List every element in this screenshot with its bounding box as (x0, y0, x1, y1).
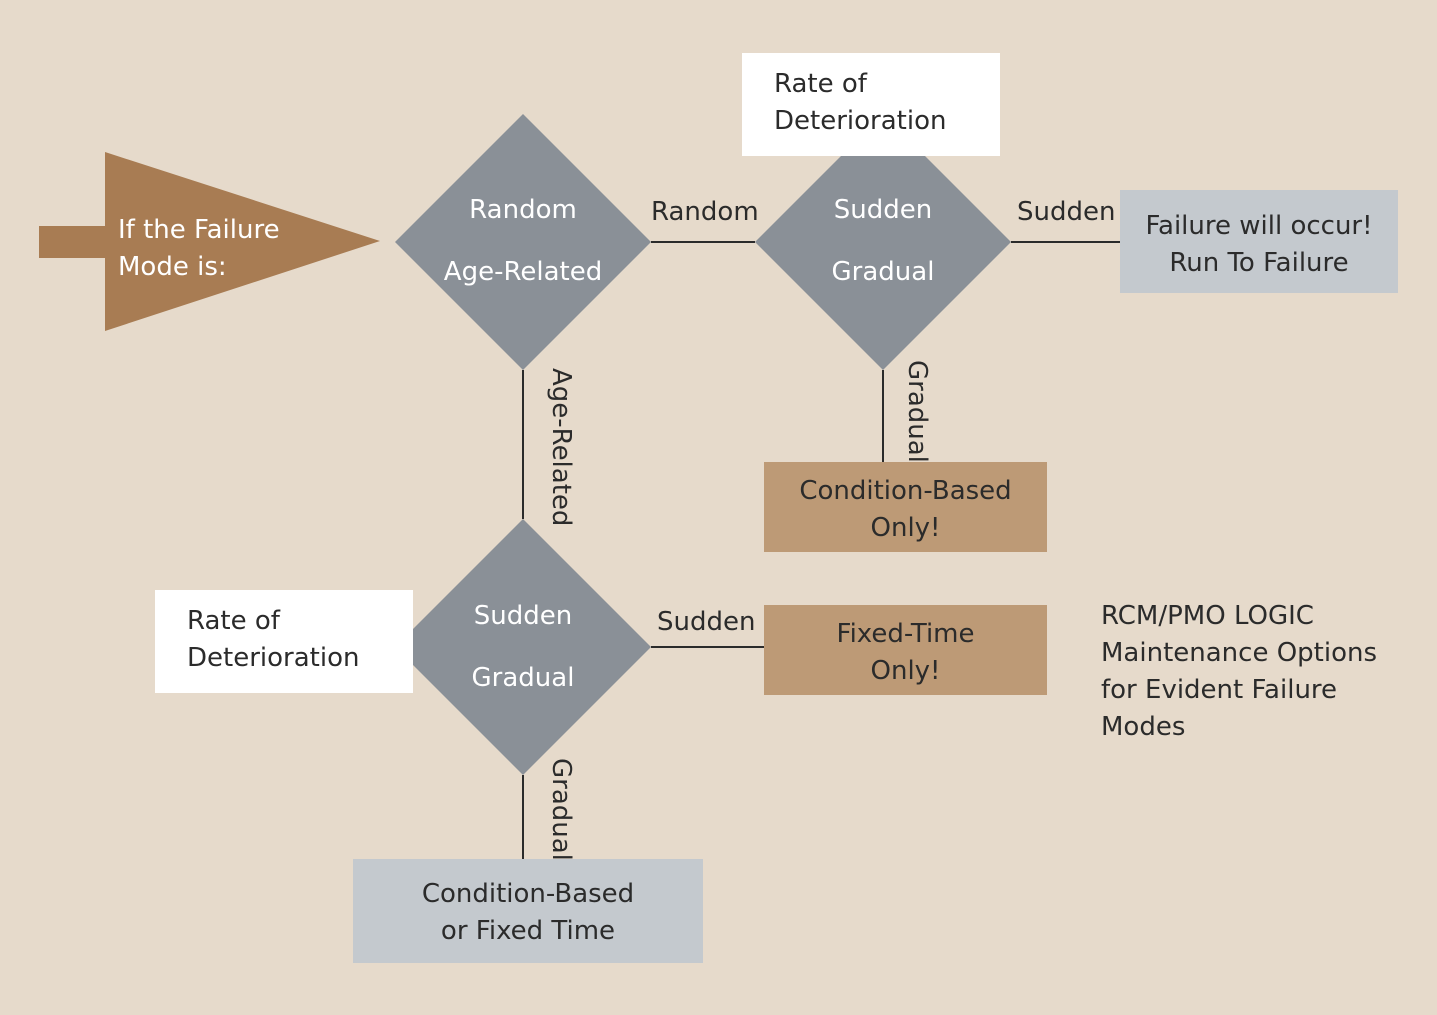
rate-label-bottom-box (155, 590, 413, 693)
outcome-fixed-time-only-line2: Only! (870, 656, 941, 686)
start-label-line1: If the Failure (118, 215, 280, 245)
caption-line4: Modes (1101, 712, 1186, 742)
rate-label-bottom-line1: Rate of (187, 606, 280, 636)
outcome-condition-only-line2: Only! (870, 513, 941, 543)
outcome-run-to-failure-line1: Failure will occur! (1145, 211, 1373, 241)
start-label-line2: Mode is: (118, 252, 227, 282)
edge-label-sudden-bottom: Sudden (657, 607, 756, 637)
outcome-run-to-failure-box (1120, 190, 1398, 293)
rate-label-top-line1: Rate of (774, 69, 867, 99)
edge-label-gradual-top: Gradual (902, 360, 932, 463)
decision3-option-gradual: Gradual (471, 663, 575, 693)
outcome-condition-or-fixed-line1: Condition-Based (421, 879, 635, 909)
outcome-condition-only-line1: Condition-Based (799, 476, 1012, 506)
edge-label-sudden-top: Sudden (1017, 197, 1116, 227)
caption-line3: for Evident Failure (1101, 675, 1338, 705)
edge-label-age-related: Age-Related (546, 368, 576, 527)
outcome-condition-only-box (764, 462, 1047, 552)
outcome-condition-or-fixed-line2: or Fixed Time (440, 916, 616, 946)
outcome-fixed-time-only-box (764, 605, 1047, 695)
outcome-condition-or-fixed-box (353, 859, 703, 963)
edge-label-random: Random (651, 197, 759, 227)
outcome-run-to-failure-line2: Run To Failure (1169, 248, 1349, 278)
outcome-fixed-time-only-line1: Fixed-Time (836, 619, 975, 649)
decision-rate-top (755, 114, 1011, 370)
caption-line2: Maintenance Options (1101, 638, 1378, 668)
decision-rate-bottom (395, 519, 651, 775)
rate-label-top-box (742, 53, 1000, 156)
rate-label-top-line2: Deterioration (774, 106, 947, 136)
decision1-option-random: Random (469, 195, 577, 225)
decision-failure-pattern (395, 114, 651, 370)
decision2-option-gradual: Gradual (831, 257, 935, 287)
edge-label-gradual-bottom: Gradual (546, 758, 576, 861)
caption-line1: RCM/PMO LOGIC (1101, 601, 1314, 631)
start-arrow (39, 152, 380, 331)
decision3-option-sudden: Sudden (473, 601, 573, 631)
decision2-option-sudden: Sudden (833, 195, 933, 225)
rate-label-bottom-line2: Deterioration (187, 643, 360, 673)
decision1-option-age-related: Age-Related (443, 257, 603, 287)
